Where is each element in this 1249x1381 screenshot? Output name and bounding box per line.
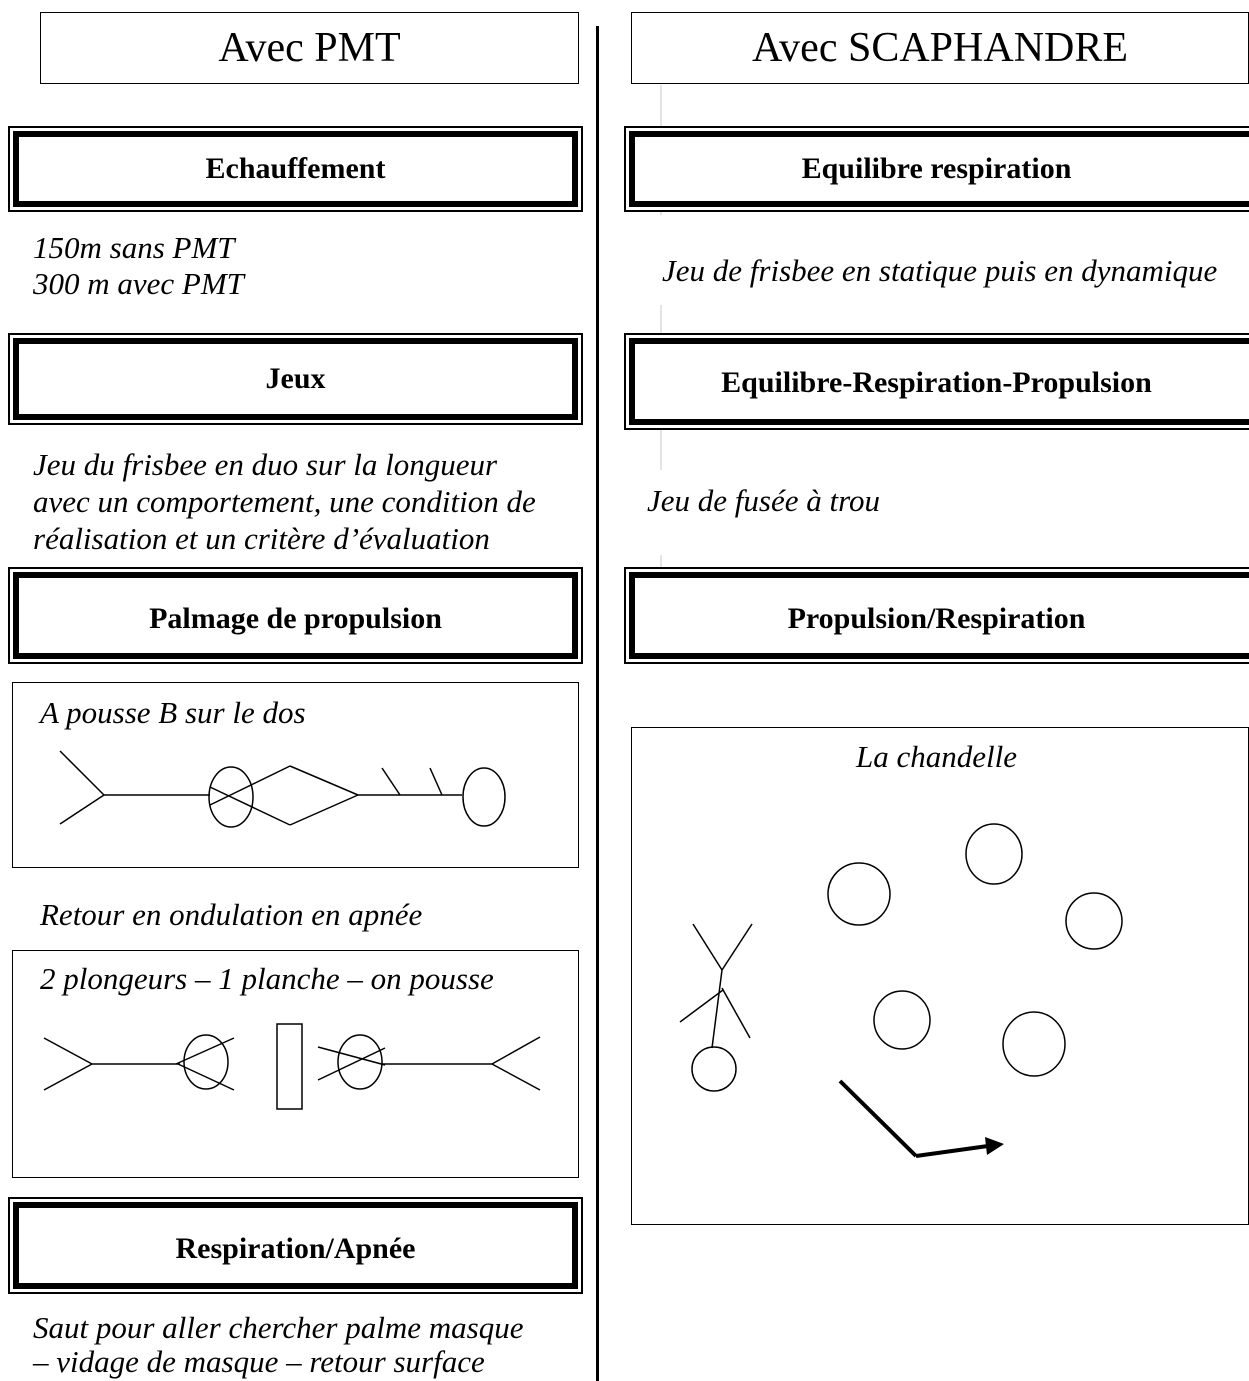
echauffement-line-2: 300 m avec PMT xyxy=(33,266,244,301)
equilibre-text: Jeu de frisbee en statique puis en dynam… xyxy=(662,253,1218,288)
section-header-erp: Equilibre-Respiration-Propulsion xyxy=(624,333,1249,430)
section-header-equilibre: Equilibre respiration xyxy=(624,126,1249,212)
section-header-label: Echauffement xyxy=(13,131,578,207)
respiration-line-2: – vidage de masque – retour surface xyxy=(33,1344,485,1379)
section-header-jeux: Jeux xyxy=(8,333,583,425)
jeux-line-1: Jeu du frisbee en duo sur la longueur xyxy=(33,447,498,482)
section-header-label: Jeux xyxy=(13,338,578,420)
echauffement-line-1: 150m sans PMT xyxy=(33,230,235,265)
left-column-title: Avec PMT xyxy=(40,12,579,84)
diagram-push-back xyxy=(12,682,579,868)
jeux-line-2: avec un comportement, une condition de xyxy=(33,484,536,519)
diagram-board-push-caption: 2 plongeurs – 1 planche – on pousse xyxy=(40,961,494,996)
section-header-palmage: Palmage de propulsion xyxy=(8,567,583,664)
right-column-title: Avec SCAPHANDRE xyxy=(631,12,1249,84)
section-header-label: Propulsion/Respiration xyxy=(629,572,1249,659)
column-divider xyxy=(596,26,599,1381)
jeux-line-3: réalisation et un critère d’évaluation xyxy=(33,521,490,556)
section-header-propulsion: Propulsion/Respiration xyxy=(624,567,1249,664)
retour-text: Retour en ondulation en apnée xyxy=(40,897,423,932)
diagram-chandelle xyxy=(631,727,1249,1225)
diagram-push-back-caption: A pousse B sur le dos xyxy=(40,695,306,730)
section-header-echauffement: Echauffement xyxy=(8,126,583,212)
diagram-chandelle-caption: La chandelle xyxy=(856,739,1017,774)
section-header-label: Equilibre-Respiration-Propulsion xyxy=(629,338,1249,425)
erp-text: Jeu de fusée à trou xyxy=(647,483,880,518)
section-header-label: Equilibre respiration xyxy=(629,131,1249,207)
section-header-label: Respiration/Apnée xyxy=(13,1202,578,1289)
section-header-respiration: Respiration/Apnée xyxy=(8,1197,583,1294)
respiration-line-1: Saut pour aller chercher palme masque xyxy=(33,1310,524,1345)
section-header-label: Palmage de propulsion xyxy=(13,572,578,659)
